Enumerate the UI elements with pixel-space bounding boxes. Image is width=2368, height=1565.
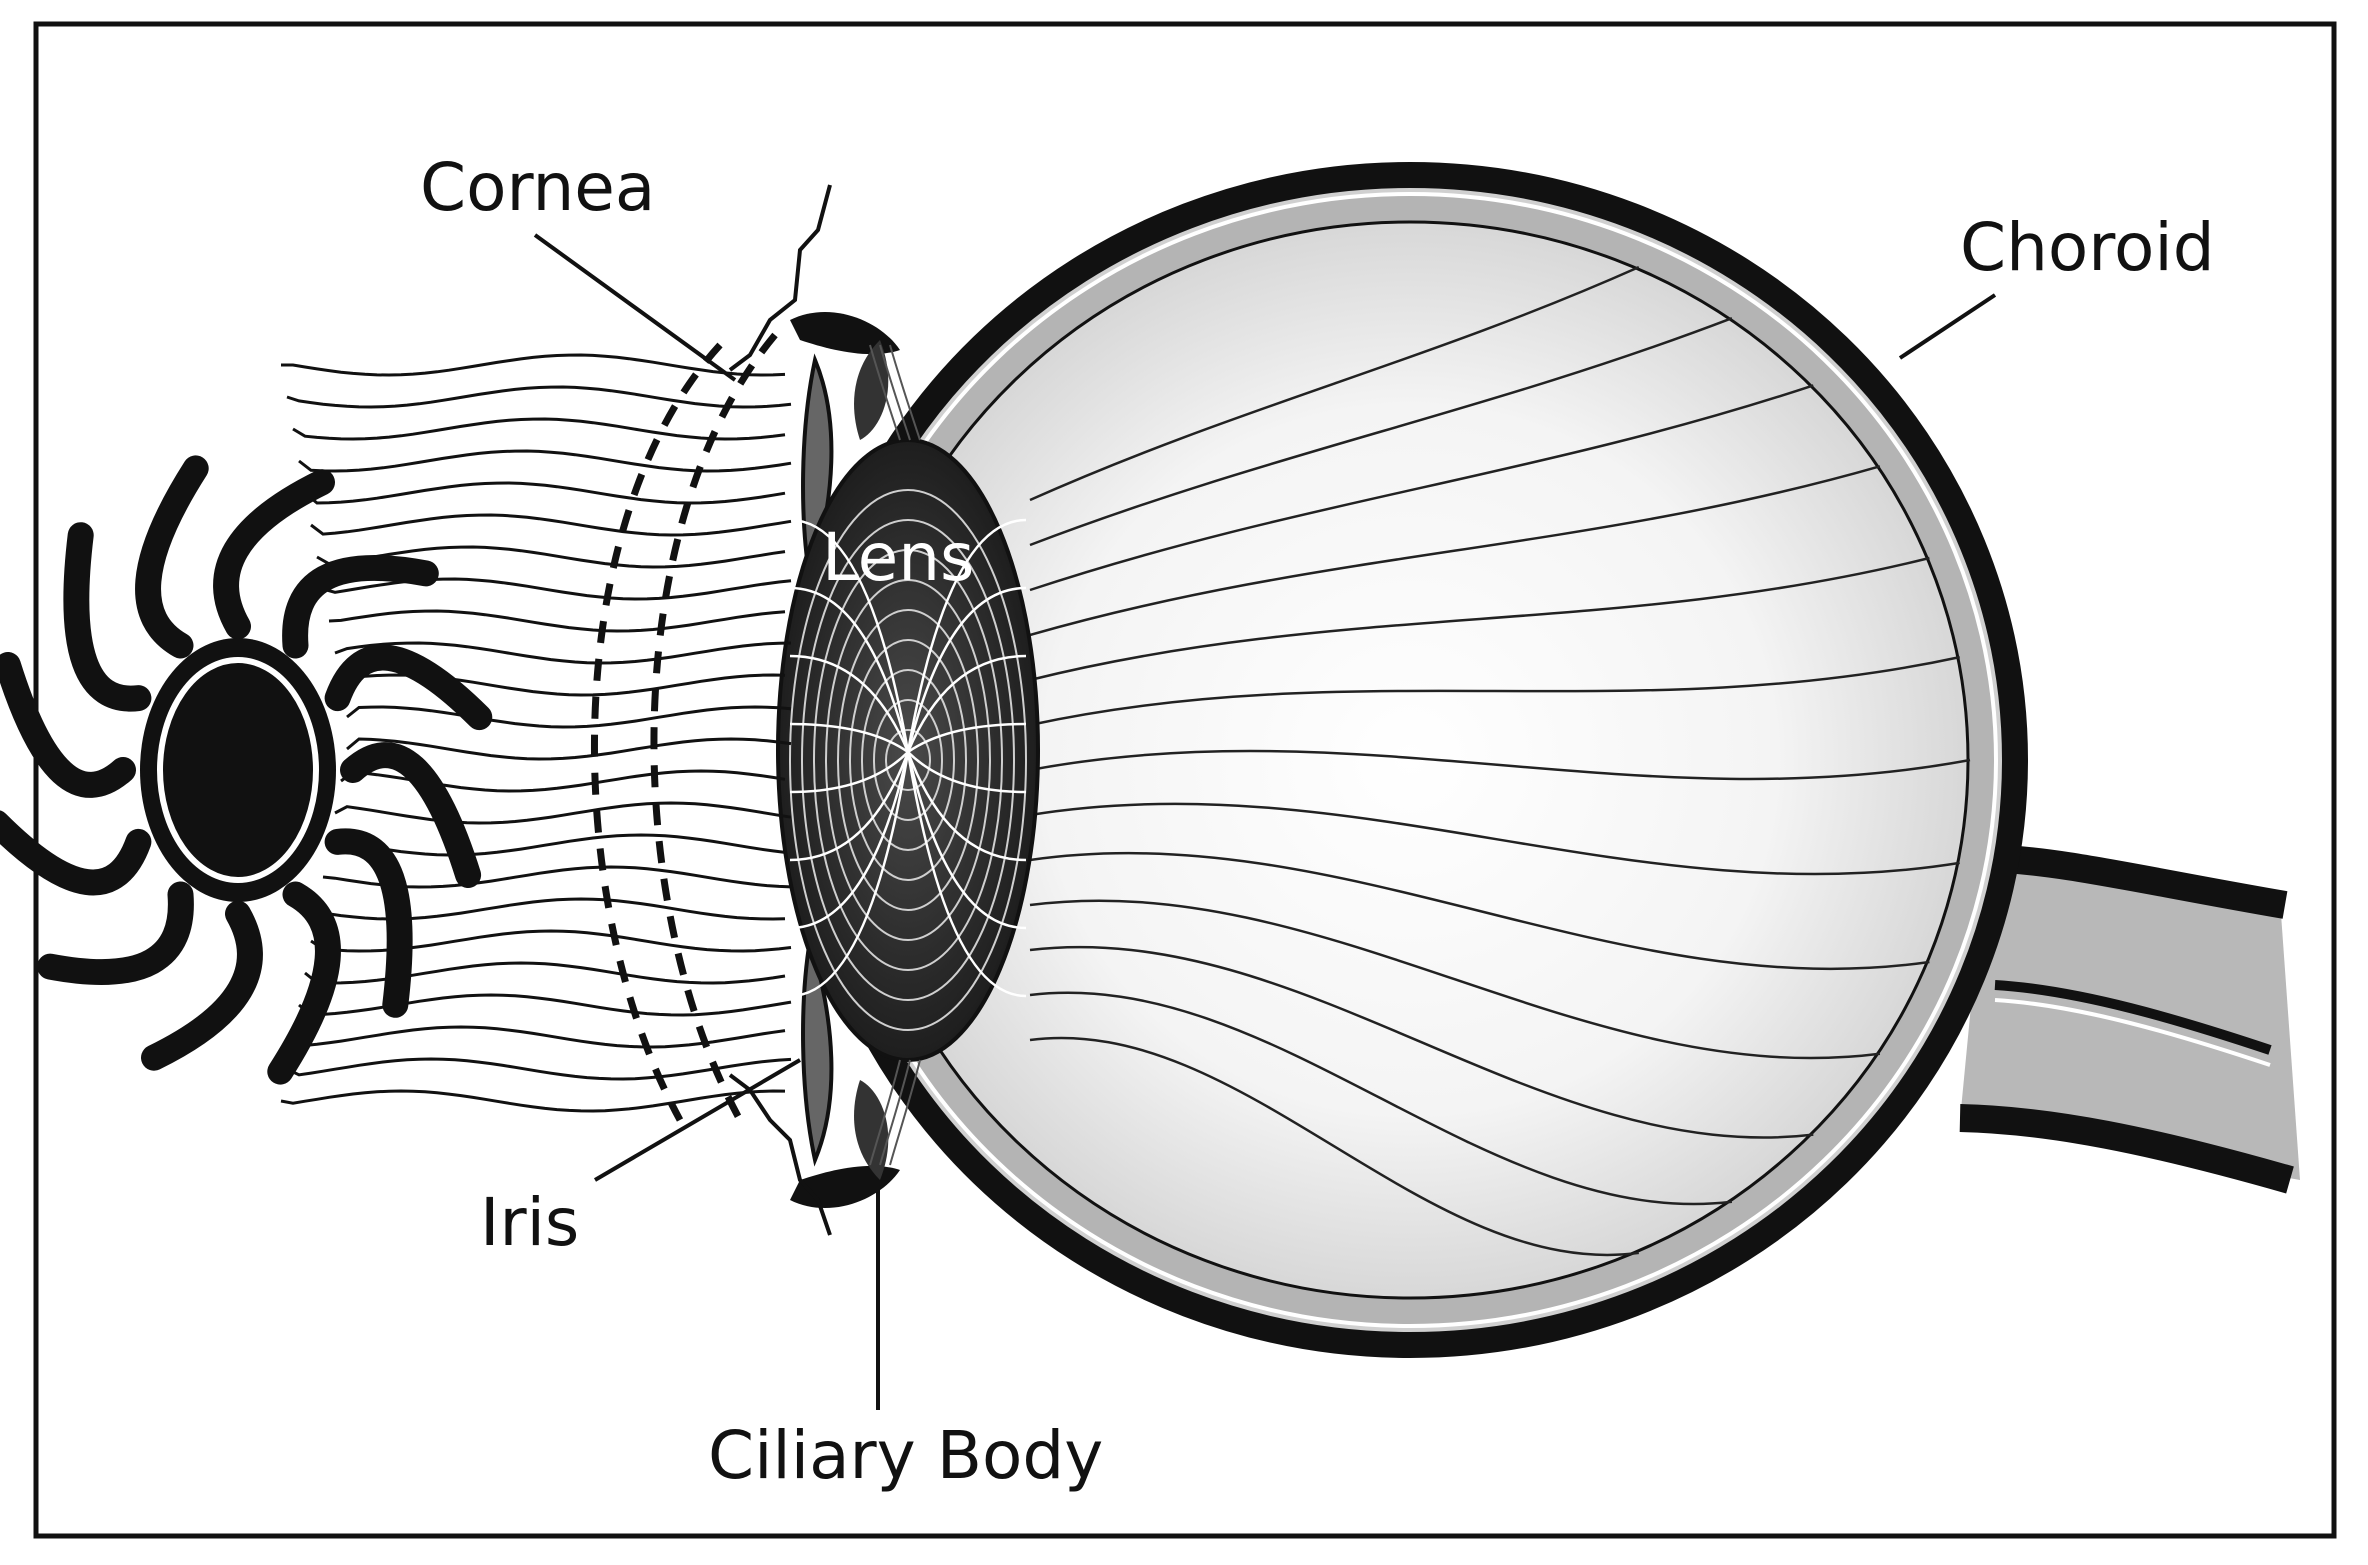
sun-ray: [0, 810, 152, 896]
retina-fiber: [1029, 749, 1971, 781]
light-wave: [298, 993, 792, 1017]
sun-ray: [141, 900, 263, 1071]
light-wave: [328, 609, 786, 633]
lens-star-line: [906, 586, 1027, 753]
light-wave: [334, 641, 792, 665]
choroid-label: Choroid: [1960, 209, 2215, 286]
light-wave: [322, 577, 792, 601]
light-wave: [310, 929, 792, 953]
light-wave: [346, 737, 792, 761]
lens-star-line: [789, 751, 910, 998]
lens-ring: [861, 669, 955, 851]
lens-label: Lens: [822, 519, 974, 596]
lens-star-line: [789, 751, 909, 794]
lens-star-line: [789, 722, 909, 754]
light-wave: [292, 417, 786, 441]
lens-ring: [837, 609, 979, 911]
lens-star: [789, 518, 1027, 998]
light-wave: [304, 961, 786, 985]
light-wave: [286, 385, 792, 409]
suspensory-ligaments: [869, 344, 921, 1166]
retina-fiber: [1029, 384, 1814, 592]
sun-ray: [282, 554, 439, 659]
frame-border: [33, 21, 2337, 1539]
sun-disc-ring: [157, 657, 319, 883]
sun-ray: [324, 828, 413, 1018]
retina-fiber: [1029, 265, 1640, 502]
lens-ring: [849, 639, 967, 881]
light-wave: [298, 449, 792, 473]
lens-ring: [813, 549, 1003, 971]
lens-ring: [825, 579, 991, 941]
retina-fiber: [1029, 899, 1881, 1060]
light-wave: [316, 545, 786, 569]
lens-star-line: [907, 751, 1027, 794]
light-wave: [340, 673, 786, 697]
light-wave: [310, 513, 792, 537]
lens-rings: [789, 489, 1027, 1031]
lens-star-line: [907, 722, 1027, 754]
sun-ray: [213, 469, 335, 640]
sun-ray: [340, 742, 482, 888]
lens-star-line: [789, 751, 910, 862]
retina-fiber: [1029, 1036, 1639, 1257]
light-wave: [292, 1025, 786, 1049]
sun-icon: [0, 455, 493, 1085]
zonular-fibers: [1029, 265, 1971, 1257]
light-wave: [286, 1057, 792, 1081]
retina-fiber: [1029, 655, 1960, 727]
sun-ray: [37, 881, 194, 986]
lens-ring: [873, 699, 943, 821]
cornea-leader: [533, 233, 737, 382]
choroid-leader: [1898, 293, 1997, 360]
lens-star-line: [906, 751, 1027, 862]
cornea-dashed-arcs: [590, 332, 778, 1122]
lens-ring: [885, 729, 931, 791]
retina-fiber: [1029, 317, 1733, 547]
light-wave: [334, 801, 792, 825]
lens-star-line: [789, 586, 910, 753]
sun-disc-outer: [140, 638, 336, 902]
lens-ring: [789, 489, 1027, 1031]
front-opening: [740, 330, 812, 1190]
sun-ray: [267, 881, 341, 1085]
lens-ring: [801, 519, 1015, 1001]
lens-star-line: [906, 751, 1027, 998]
retina-fiber: [1029, 556, 1930, 682]
lens-star-line: [906, 518, 1027, 753]
lens-star-line: [789, 751, 910, 930]
retina-fiber: [1029, 991, 1733, 1206]
retina-fiber: [1029, 852, 1930, 970]
sun-ray: [0, 652, 136, 798]
sun-ray: [63, 522, 152, 712]
ciliary-body-label: Ciliary Body: [708, 1417, 1103, 1494]
sun-ray: [135, 455, 209, 659]
retina-fiber: [1029, 802, 1960, 876]
lens-star-line: [789, 518, 910, 753]
sun-ray: [324, 644, 493, 731]
lens-star-line: [789, 654, 910, 753]
light-wave: [280, 1089, 786, 1113]
optic-nerve: [1959, 844, 2300, 1194]
lens-star-line: [906, 654, 1027, 753]
iris-label: Iris: [480, 1184, 579, 1261]
light-wave: [304, 481, 786, 505]
iris-leader: [593, 1058, 802, 1182]
lens-star-line: [906, 751, 1027, 930]
light-wave: [281, 353, 786, 377]
retina-fiber: [1029, 945, 1814, 1139]
light-wave: [328, 833, 786, 857]
retina-fiber: [1029, 465, 1881, 637]
light-waves: [280, 353, 792, 1113]
light-wave: [346, 705, 792, 729]
cornea-label: Cornea: [420, 149, 655, 226]
leader-lines: [533, 233, 1997, 1410]
